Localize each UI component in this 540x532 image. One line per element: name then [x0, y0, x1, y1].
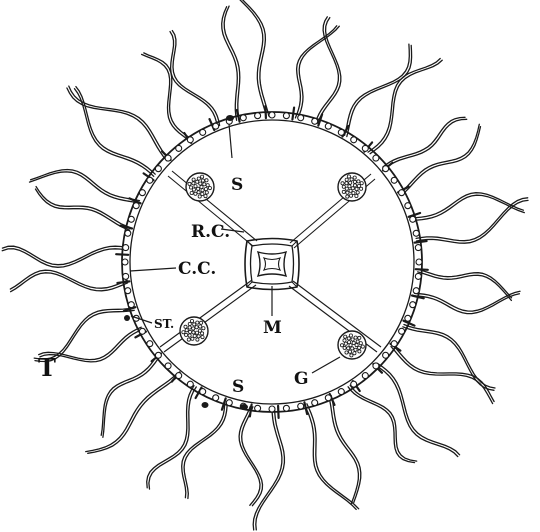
statocyst [415, 273, 421, 279]
statocyst [413, 230, 419, 236]
statocyst [240, 115, 246, 121]
statocyst [399, 328, 405, 334]
label-m: M [263, 318, 282, 338]
statocyst [226, 400, 232, 406]
statocyst [415, 245, 421, 251]
gonad [186, 173, 214, 201]
statocyst [187, 381, 193, 387]
label-rc: R.C. [191, 222, 230, 242]
statocyst [338, 129, 344, 135]
gonad [338, 173, 366, 201]
statocyst [391, 177, 397, 183]
statocyst [165, 155, 171, 161]
statocyst [410, 216, 416, 222]
statocyst [255, 405, 261, 411]
statocyst [155, 352, 161, 358]
statocyst [269, 112, 275, 118]
statocyst [128, 216, 134, 222]
statocyst [416, 259, 422, 265]
statocyst [410, 302, 416, 308]
sense-organ-bottom-left [202, 402, 209, 408]
statocyst [123, 245, 129, 251]
statocyst [325, 123, 331, 129]
statocyst [351, 381, 357, 387]
statocyst [165, 363, 171, 369]
sense-organ-bottom [240, 404, 248, 410]
statocyst [399, 190, 405, 196]
statocyst [213, 123, 219, 129]
label-st: ST. [154, 317, 174, 331]
statocyst [373, 363, 379, 369]
statocyst [176, 145, 182, 151]
gonad [180, 317, 208, 345]
statocyst [362, 145, 368, 151]
statocyst [298, 115, 304, 121]
statocyst [351, 137, 357, 143]
statocyst [176, 373, 182, 379]
statocyst [125, 288, 131, 294]
statocyst [283, 405, 289, 411]
statocyst [405, 203, 411, 209]
statocyst [122, 259, 128, 265]
sense-organ-left [124, 315, 130, 321]
statocyst [391, 341, 397, 347]
statocyst [312, 400, 318, 406]
statocyst [213, 395, 219, 401]
label-t: T [38, 353, 56, 382]
statocyst [269, 406, 275, 412]
statocyst [147, 177, 153, 183]
statocyst [133, 203, 139, 209]
label-s-bottom: S [232, 377, 244, 397]
statocyst [128, 302, 134, 308]
gonad [338, 331, 366, 359]
statocyst [413, 288, 419, 294]
statocyst [362, 373, 368, 379]
statocyst [312, 118, 318, 124]
statocyst [187, 137, 193, 143]
statocyst [405, 315, 411, 321]
statocyst [383, 352, 389, 358]
statocyst [200, 389, 206, 395]
statocyst [325, 395, 331, 401]
statocyst [383, 166, 389, 172]
statocyst [125, 230, 131, 236]
statocyst [298, 403, 304, 409]
statocyst [373, 155, 379, 161]
statocyst [139, 190, 145, 196]
sense-organ-top [226, 115, 234, 121]
statocyst [338, 389, 344, 395]
statocyst [283, 113, 289, 119]
statocyst [255, 113, 261, 119]
statocyst [139, 328, 145, 334]
statocyst [200, 129, 206, 135]
statocyst [155, 166, 161, 172]
label-s-top: S [231, 175, 243, 195]
statocyst [123, 273, 129, 279]
label-g: G [294, 369, 309, 389]
label-cc: C.C. [178, 259, 216, 279]
statocyst [147, 341, 153, 347]
